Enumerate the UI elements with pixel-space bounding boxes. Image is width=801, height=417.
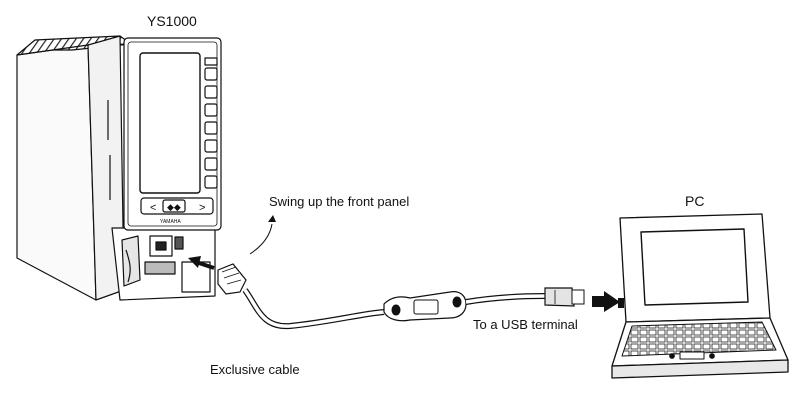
swing-instruction-label: Swing up the front panel [269,194,410,209]
swing-arrow-icon [249,223,273,255]
controller-side-face [16,44,97,301]
cable-label: Exclusive cable [210,362,300,377]
pc-label: PC [685,193,705,209]
port-slot [144,261,176,275]
svg-text:<: < [150,202,156,214]
laptop-pc [611,213,789,379]
svg-text:>: > [199,202,205,214]
laptop-screen [640,228,749,306]
usb-plug [544,287,575,307]
brand-logo: YAMAHA [160,219,181,225]
usb-arrow-icon [592,291,620,312]
svg-text:◆◆: ◆◆ [167,202,181,212]
device-model-label: YS1000 [147,13,197,29]
usb-target-label: To a USB terminal [473,317,578,332]
device-connector [217,263,247,295]
exclusive-cable [217,263,585,330]
panel-buttons [204,57,218,189]
display-screen [139,52,201,194]
ys1000-controller: < ◆◆ > YAMAHA [16,35,222,301]
laptop-keyboard [621,321,777,357]
